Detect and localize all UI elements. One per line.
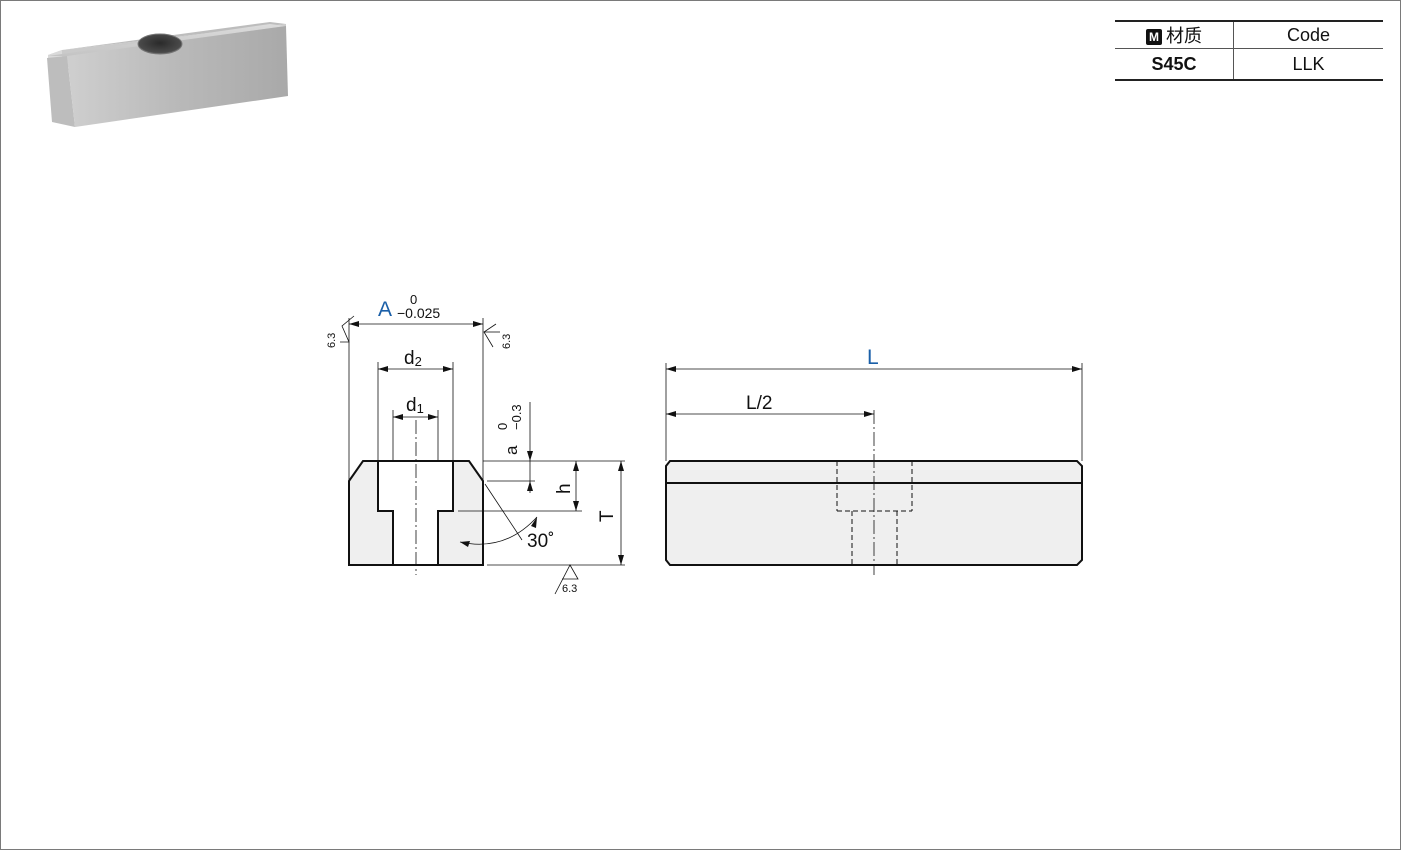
front-view [340,315,625,595]
code-value: LLK [1233,48,1383,81]
counterbore-hole [377,460,454,566]
d1-label: d1 [406,395,424,416]
d1-main: d [406,395,417,416]
product-image [47,22,288,127]
d1-sub: 1 [417,401,424,416]
d2-main: d [404,348,415,369]
code-header-label: Code [1286,24,1331,45]
material-header-label: 材质 [1166,26,1202,46]
roughness-symbol-bottom [554,564,579,595]
roughness-value-right: 6.3 [501,334,513,349]
roughness-value-left: 6.3 [326,333,338,348]
a-tol-upper: 0 [495,423,510,430]
spec-table-row: S45C LLK [1115,48,1383,81]
d2-sub: 2 [415,354,422,369]
material-m-icon: M [1146,29,1162,45]
angle-label: 30˚ [527,531,554,552]
width-dim-label: A [378,298,392,321]
h-label: h [554,483,575,494]
a-tol-lower: −0.3 [509,404,524,430]
side-view [665,363,1083,575]
t-label: T [597,510,618,522]
d2-label: d2 [404,348,422,369]
roughness-symbol-right [483,323,500,348]
l-dim-label: L [867,346,879,369]
width-tol-upper: 0 [410,292,417,307]
l-half-dim-label: L/2 [746,393,772,414]
material-value: S45C [1115,48,1234,81]
width-tol-lower: −0.025 [397,305,440,321]
code-header-cell: Code [1233,20,1383,49]
roughness-value-bottom: 6.3 [562,583,577,595]
a-label: a [502,445,521,455]
roughness-symbol-left [340,315,355,343]
side-view-body [665,460,1083,566]
